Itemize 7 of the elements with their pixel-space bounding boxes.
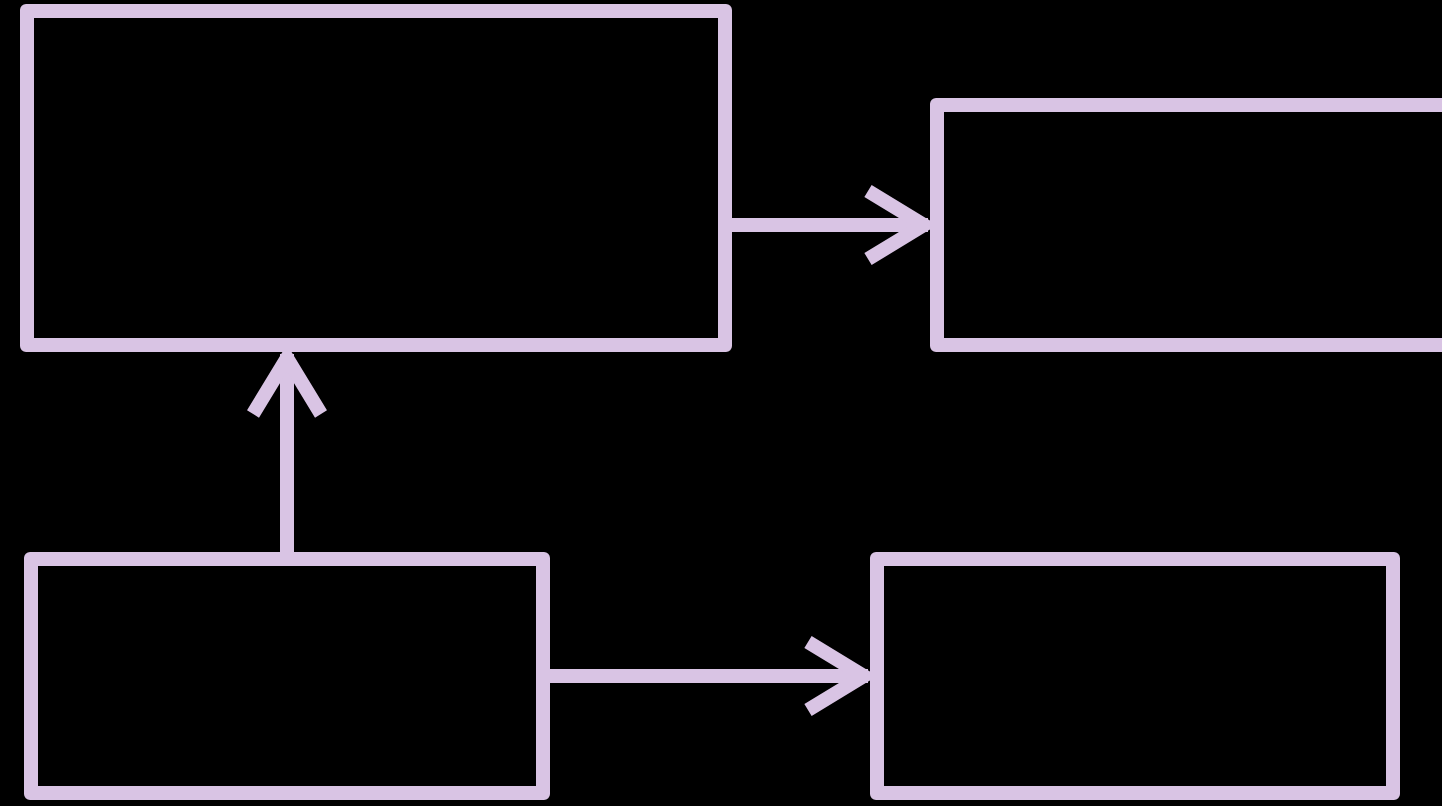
- arrow: [246, 351, 328, 552]
- process-box: [20, 4, 732, 352]
- arrow: [732, 184, 931, 266]
- process-box: [930, 98, 1442, 352]
- process-box: [870, 552, 1400, 800]
- process-box: [24, 552, 550, 800]
- arrow: [550, 635, 871, 717]
